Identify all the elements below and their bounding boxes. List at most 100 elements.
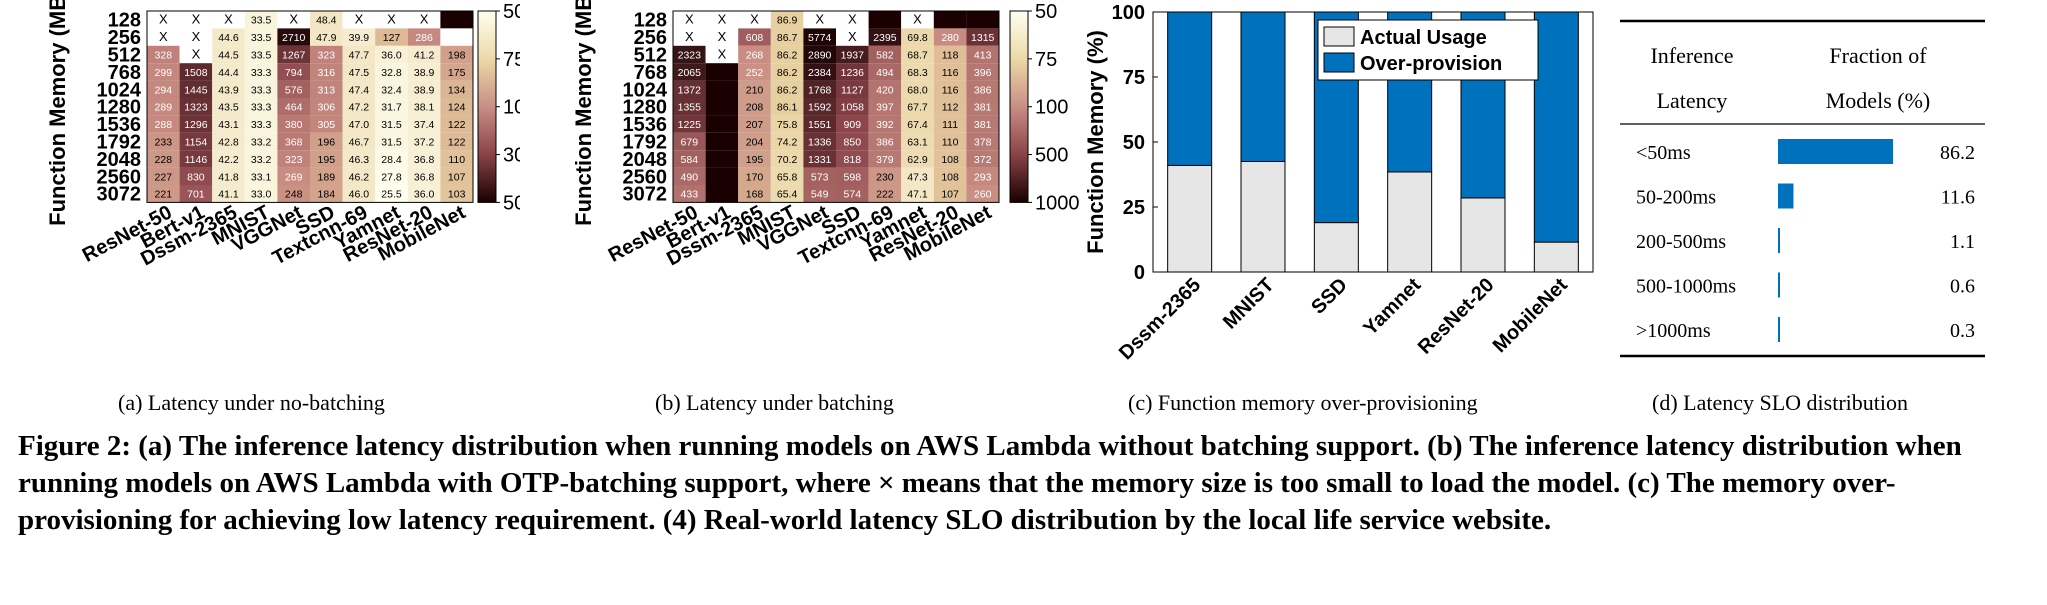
heatmap-cell (212, 115, 245, 133)
heatmap-cell (244, 167, 278, 185)
heatmap-cell (440, 150, 473, 168)
heatmap-cell (868, 63, 902, 81)
cell-value-label: 127 (383, 32, 401, 44)
cell-value-label: 679 (681, 137, 699, 149)
heatmap-cell (933, 63, 967, 81)
heatmap-cell (277, 11, 310, 29)
heatmap-cell (738, 28, 771, 46)
cell-value-label: 42.8 (218, 137, 239, 149)
x-tick-label: Dssm-2365 (1115, 274, 1205, 364)
row-tick-label: 1536 (97, 114, 142, 136)
heatmap-cell (407, 80, 441, 98)
x-tick-label: MNIST (1219, 274, 1279, 334)
heatmap-cell (277, 80, 310, 98)
cell-value-label: 134 (448, 84, 466, 96)
colorbar-tick-label: 75 (1035, 49, 1057, 71)
cell-value-label: 67.7 (907, 102, 928, 114)
heatmap-cell (342, 132, 376, 151)
cell-value-label: 198 (448, 50, 466, 62)
heatmap-cell (836, 167, 869, 185)
cell-value-label: X (913, 12, 922, 27)
heatmap-cell (738, 98, 771, 116)
heatmap-cell (673, 80, 706, 98)
heatmap-cell (738, 11, 771, 29)
heatmap-cell (310, 11, 343, 29)
heatmap-cell (836, 80, 869, 98)
heatmap-cell (407, 150, 441, 168)
table-row-label: 200-500ms (1636, 231, 1726, 253)
cell-value-label: 28.4 (381, 154, 402, 166)
bar-actual-usage (1240, 161, 1286, 273)
cell-value-label: 68.7 (907, 50, 928, 62)
cell-value-label: X (355, 12, 364, 27)
heatmap-cell (179, 167, 213, 185)
heatmap-cell (705, 11, 739, 29)
heatmap-cell (277, 98, 310, 116)
cell-value-label: 47.7 (349, 50, 370, 62)
cell-value-label: 420 (876, 84, 894, 96)
cell-value-label: 38.9 (414, 67, 435, 79)
heatmap-cell (342, 63, 376, 81)
heatmap-cell (310, 98, 343, 116)
cell-value-label: 70.2 (777, 154, 798, 166)
cell-value-label: 230 (876, 171, 894, 183)
cell-value-label: 299 (155, 67, 173, 79)
cell-value-label: 110 (942, 137, 959, 149)
cell-value-label: 86.2 (777, 50, 798, 62)
row-tick-label: 1536 (623, 114, 668, 136)
heatmap-cell (212, 63, 245, 81)
heatmap-cell (212, 28, 245, 46)
heatmap-cell (868, 98, 902, 116)
cell-value-label: 207 (746, 119, 764, 131)
cell-value-label: 850 (844, 137, 862, 149)
cell-value-label: 260 (974, 189, 992, 201)
heatmap-cell (933, 185, 967, 203)
heatmap-cell (147, 80, 180, 98)
cell-value-label: 170 (746, 171, 764, 183)
heatmap-cell (770, 98, 804, 116)
heatmap-cell (933, 167, 967, 185)
cell-value-label: 47.1 (907, 189, 928, 201)
row-tick-label: 2560 (97, 166, 142, 188)
heatmap-cell (966, 28, 999, 46)
heatmap-cell (933, 11, 967, 29)
cell-value-label: 44.6 (218, 32, 239, 44)
table-row-label: <50ms (1636, 142, 1691, 164)
cell-value-label: 25.5 (381, 189, 402, 201)
heatmap-cell (147, 150, 180, 168)
heatmap-cell (836, 11, 869, 29)
cell-value-label: X (685, 12, 694, 27)
cell-value-label: 38.1 (414, 102, 435, 114)
cell-value-label: 33.0 (251, 189, 272, 201)
bar-over-provision (1167, 11, 1213, 166)
heatmap-cell (738, 132, 771, 151)
colorbar-tick-label: 100 (503, 97, 520, 119)
heatmap-cell (244, 63, 278, 81)
heatmap-cell (277, 115, 310, 133)
cell-value-label: X (718, 29, 727, 44)
heatmap-cell (836, 132, 869, 151)
heatmap-cell (836, 150, 869, 168)
heatmap-cell (212, 80, 245, 98)
colorbar-tick-label: 1000 (1035, 192, 1080, 214)
bar-actual-usage (1533, 241, 1579, 273)
cell-value-label: 1355 (678, 102, 702, 114)
heatmap-cell (901, 150, 934, 168)
heatmap-cell (440, 167, 473, 185)
heatmap-cell (147, 63, 180, 81)
legend-label-actual: Actual Usage (1360, 27, 1487, 49)
heatmap-cell (868, 11, 902, 29)
cell-value-label: X (848, 12, 857, 27)
cell-value-label: 1296 (184, 119, 208, 131)
row-tick-label: 1792 (97, 132, 142, 154)
heatmap-cell (277, 132, 310, 151)
bar-actual-usage (1460, 197, 1506, 273)
table-row-bar (1778, 139, 1893, 164)
legend-label-over: Over-provision (1360, 53, 1502, 75)
x-tick-label: ResNet-20 (1414, 274, 1499, 359)
cell-value-label: 116 (942, 67, 959, 79)
heatmap-cell (244, 115, 278, 133)
heatmap-cell (836, 98, 869, 116)
